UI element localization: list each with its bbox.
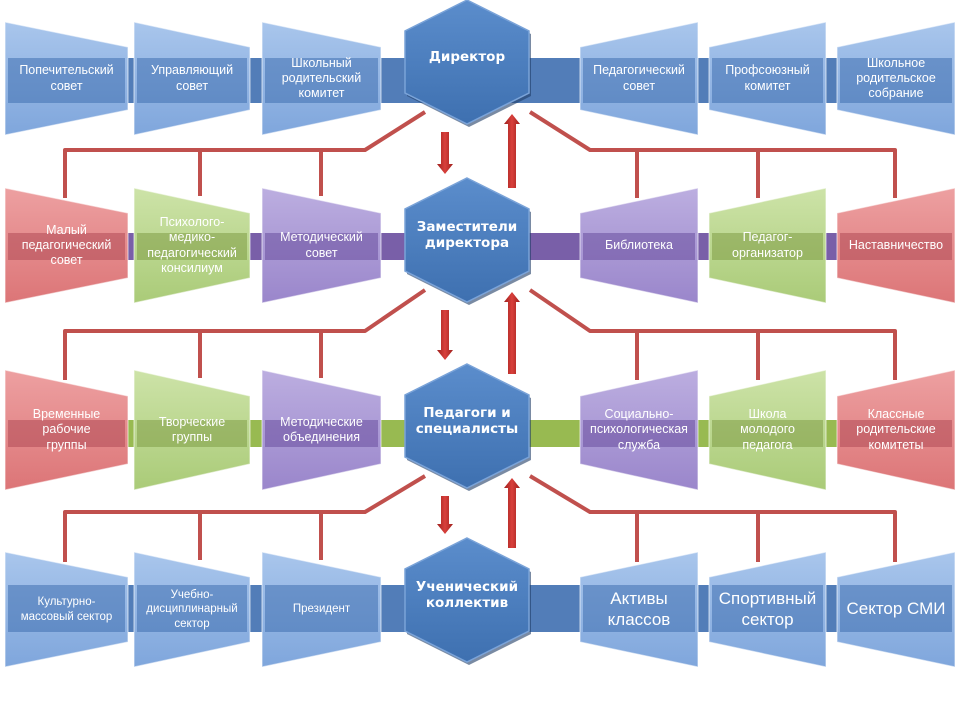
unit-band-overlay xyxy=(712,58,823,103)
unit-band-overlay xyxy=(137,233,247,260)
unit-label: Психолого- медико- педагогический консил… xyxy=(147,215,237,275)
connector-right xyxy=(528,474,897,562)
level-bands-overlay xyxy=(8,58,952,632)
unit-band-overlay xyxy=(583,58,695,103)
hub-label: Ученический коллектив xyxy=(415,578,519,611)
arrow-up-icon xyxy=(504,114,520,188)
unit-label: Профсоюзный комитет xyxy=(725,63,810,93)
unit-band-overlay xyxy=(8,420,125,447)
unit-band-overlay xyxy=(712,233,823,260)
unit-band-overlay xyxy=(265,420,378,447)
unit-band-overlay xyxy=(840,233,952,260)
connector-left xyxy=(63,288,427,380)
connector-lines xyxy=(63,110,897,562)
unit-band-overlay xyxy=(265,585,378,632)
connector-right xyxy=(528,110,897,198)
unit-label: Президент xyxy=(292,603,351,616)
flow-arrows xyxy=(437,114,520,548)
hub-label: Педагоги и специалисты xyxy=(415,404,519,437)
hub-label: Заместители директора xyxy=(416,218,518,251)
unit-band-overlay xyxy=(265,233,378,260)
unit-label: Библиотека xyxy=(605,237,673,252)
unit-label: Школа молодого педагога xyxy=(740,407,795,452)
arrow-up-icon xyxy=(504,292,520,374)
unit-label: Управляющий совет xyxy=(150,63,234,93)
unit-label: Классные родительские комитеты xyxy=(856,407,936,452)
unit-band-overlay xyxy=(8,585,125,632)
unit-label: Малый педагогический совет xyxy=(21,222,112,268)
unit-label: Наставничество xyxy=(848,237,944,252)
unit-band-overlay xyxy=(712,585,823,632)
hub-label: Директор xyxy=(428,48,506,65)
unit-band-overlay xyxy=(583,420,695,447)
hub-hexagon xyxy=(404,0,530,125)
unit-label: Социально- психологическая служба xyxy=(590,407,688,452)
hub-hexagon xyxy=(404,177,530,303)
arrow-down-icon xyxy=(437,496,453,534)
unit-band-overlay xyxy=(8,58,125,103)
unit-label: Педагог- организатор xyxy=(732,230,803,260)
unit-label: Школьное родительское собрание xyxy=(856,55,936,101)
unit-label: Спортивный сектор xyxy=(718,588,817,629)
unit-band-overlay xyxy=(583,585,695,632)
unit-band-overlay xyxy=(137,420,247,447)
unit-band-overlay xyxy=(712,420,823,447)
unit-label: Учебно- дисциплинарный сектор xyxy=(146,589,238,630)
arrow-up-icon xyxy=(504,478,520,548)
arrow-down-icon xyxy=(437,310,453,360)
connector-right xyxy=(528,288,897,380)
unit-label: Культурно- массовый сектор xyxy=(20,596,113,623)
unit-label: Попечительский совет xyxy=(19,63,114,93)
unit-band-overlay xyxy=(840,420,952,447)
hub-hexagon xyxy=(404,537,530,663)
hub-hexagons xyxy=(404,0,531,665)
arrow-down-icon xyxy=(437,132,453,174)
unit-label: Временные рабочие группы xyxy=(32,407,101,452)
unit-band-overlay xyxy=(265,58,378,103)
hub-hexagon xyxy=(404,363,530,489)
unit-label: Педагогический совет xyxy=(593,63,685,93)
unit-label: Активы классов xyxy=(607,588,671,629)
unit-band-overlay xyxy=(137,585,247,632)
unit-label: Сектор СМИ xyxy=(846,599,946,619)
connector-left xyxy=(63,110,427,198)
unit-band-overlay xyxy=(8,233,125,260)
unit-band-overlay xyxy=(137,58,247,103)
unit-label: Школьный родительский комитет xyxy=(281,55,362,101)
connector-left xyxy=(63,474,427,562)
unit-label: Методические объединения xyxy=(280,414,363,444)
unit-band-overlay xyxy=(583,233,695,260)
unit-band-overlay xyxy=(840,585,952,632)
unit-label: Творческие группы xyxy=(158,414,226,444)
unit-label: Методический совет xyxy=(280,230,363,260)
unit-band-overlay xyxy=(840,58,952,103)
